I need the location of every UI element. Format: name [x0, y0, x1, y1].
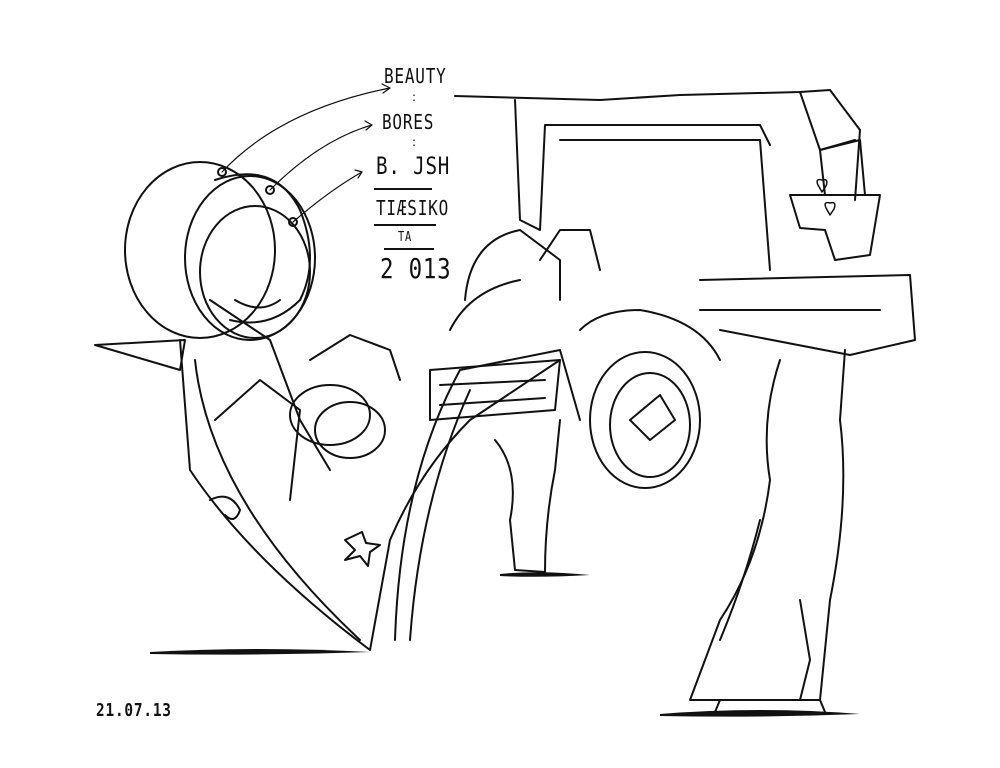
- underline: [384, 248, 434, 250]
- label-ta: TA: [398, 230, 413, 245]
- left-spike: [94, 339, 186, 371]
- label-bores: BORES: [382, 110, 435, 134]
- label-separator: :: [412, 135, 417, 149]
- ground-shadows: [150, 572, 860, 717]
- annotation-arrows: [221, 83, 391, 223]
- underline: [374, 224, 436, 226]
- drawing-date: 21.07.13: [96, 700, 172, 721]
- underline: [374, 188, 432, 190]
- hearts-icon: [816, 178, 836, 216]
- label-separator: :: [412, 90, 417, 104]
- left-letter-body: [179, 299, 561, 651]
- right-letter-column: [689, 139, 916, 713]
- middle-letter-e: [579, 309, 721, 489]
- label-year: 2 013: [380, 252, 452, 285]
- top-frame: [454, 89, 861, 271]
- left-letter-circles: [124, 161, 316, 341]
- middle-leg: [494, 419, 561, 573]
- label-beauty: BEAUTY: [384, 64, 447, 88]
- label-tiesiko: TIÆSIKO: [376, 196, 450, 220]
- central-arch: [394, 229, 581, 641]
- signature: B. JSH: [376, 152, 451, 180]
